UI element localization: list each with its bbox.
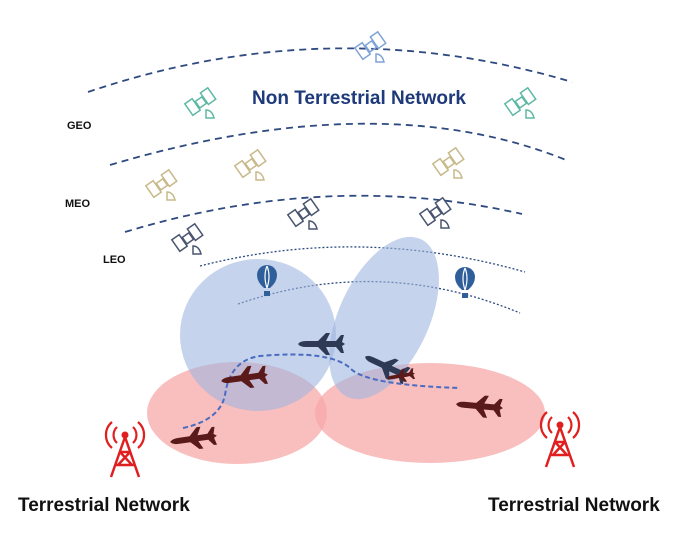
leo-label: LEO	[103, 254, 126, 266]
satellite-beam-left	[180, 259, 336, 411]
non-terrestrial-network-title: Non Terrestrial Network	[252, 88, 466, 109]
balloon-icon	[454, 266, 476, 299]
terrestrial-network-label-left: Terrestrial Network	[18, 495, 190, 516]
leo-satellite-icon	[287, 198, 320, 230]
leo-satellite-icon	[419, 197, 452, 229]
meo-satellite-icon	[145, 169, 178, 201]
flight-path	[182, 353, 461, 429]
terrestrial-network-label-right: Terrestrial Network	[488, 495, 660, 516]
top-satellite-icon	[354, 31, 387, 63]
meo-satellite-icon	[432, 147, 465, 179]
meo-label: MEO	[65, 198, 91, 210]
geo-label: GEO	[67, 120, 92, 132]
geo-satellite-icon	[184, 87, 217, 119]
geo-satellite-icon	[504, 87, 537, 119]
geo-orbit-line	[87, 47, 573, 93]
meo-orbit-line	[109, 122, 567, 166]
leo-satellite-icon	[171, 223, 204, 255]
satellite-beam-right	[329, 236, 439, 400]
cell-tower-icon	[539, 410, 581, 469]
haps-orbit-line-upper	[199, 246, 526, 273]
orbit-lines	[87, 47, 573, 314]
coverage-beams	[147, 236, 545, 464]
cell-tower-icon	[104, 420, 146, 479]
meo-satellite-icon	[234, 149, 267, 181]
leo-orbit-line	[124, 194, 523, 233]
